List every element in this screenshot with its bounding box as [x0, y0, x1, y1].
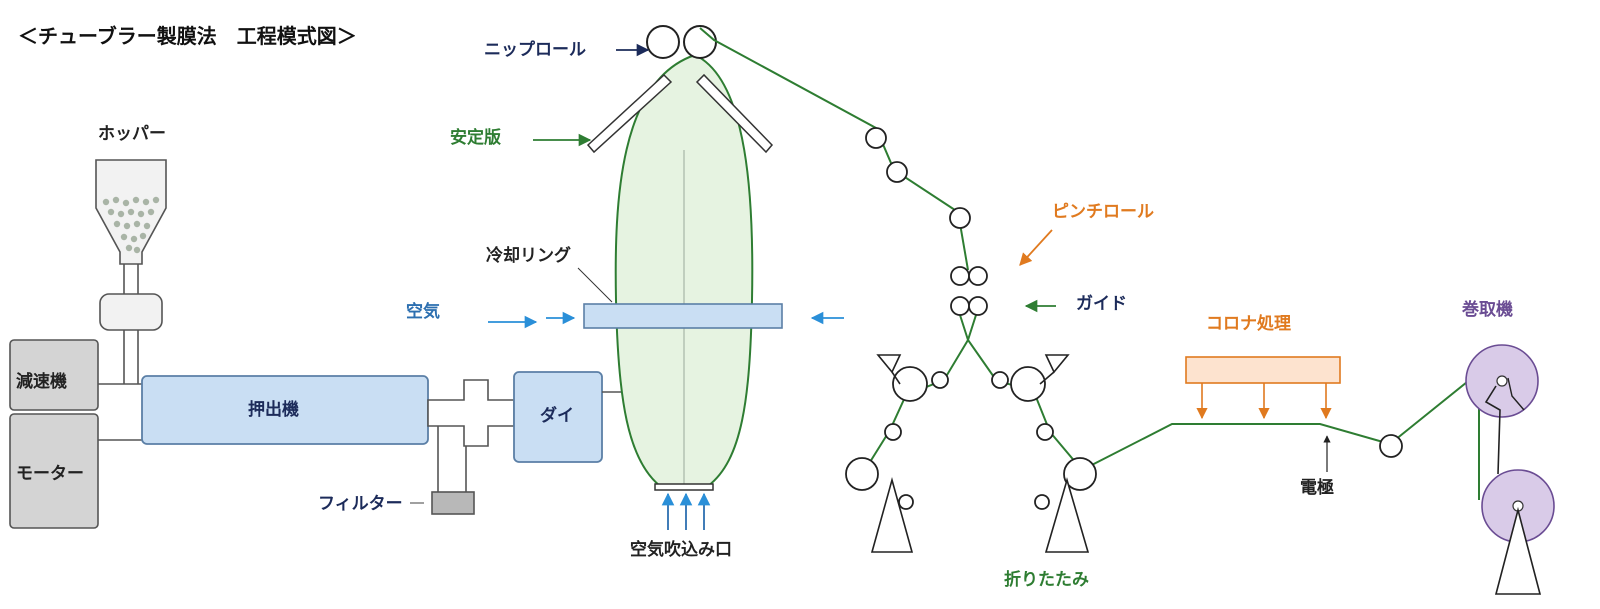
- film-bubble: [614, 53, 754, 491]
- air-label: 空気: [406, 302, 440, 322]
- label-arrows: [488, 43, 1056, 530]
- reducer-label: 減速機: [16, 372, 67, 392]
- guide-rollers: [845, 127, 1403, 510]
- extruder-label: 押出機: [248, 400, 299, 420]
- cooling-ring-label: 冷却リング: [486, 246, 571, 266]
- winder: [1465, 344, 1555, 595]
- filter-label: フィルター: [318, 494, 403, 514]
- pipe-assembly: [410, 379, 515, 515]
- corona-label: コロナ処理: [1206, 314, 1291, 334]
- die: [513, 371, 622, 463]
- electrode-label: 電極: [1300, 478, 1334, 498]
- hopper: [95, 159, 167, 384]
- pinch-roll-label: ピンチロール: [1052, 202, 1154, 222]
- folding-label: 折りたたみ: [1004, 570, 1089, 590]
- reducer-motor: [9, 339, 142, 529]
- folding-stands: [870, 354, 1090, 553]
- hopper-label: ホッパー: [98, 124, 166, 144]
- nip-roll-label: ニップロール: [484, 40, 586, 60]
- film-path: [699, 27, 1480, 500]
- nip-rolls: [646, 25, 717, 59]
- stabilizer-label: 安定版: [450, 128, 501, 148]
- air-inlet-label: 空気吹込み口: [630, 540, 732, 560]
- motor-label: モーター: [16, 464, 84, 484]
- guide-label: ガイド: [1076, 294, 1127, 314]
- diagram-title: ＜チューブラー製膜法 工程模式図＞: [18, 24, 357, 48]
- die-label: ダイ: [540, 406, 574, 426]
- cooling-ring: [577, 267, 783, 329]
- corona-treater: [1185, 356, 1341, 472]
- stabilizer-plates: [586, 73, 774, 154]
- winder-label: 巻取機: [1462, 300, 1513, 320]
